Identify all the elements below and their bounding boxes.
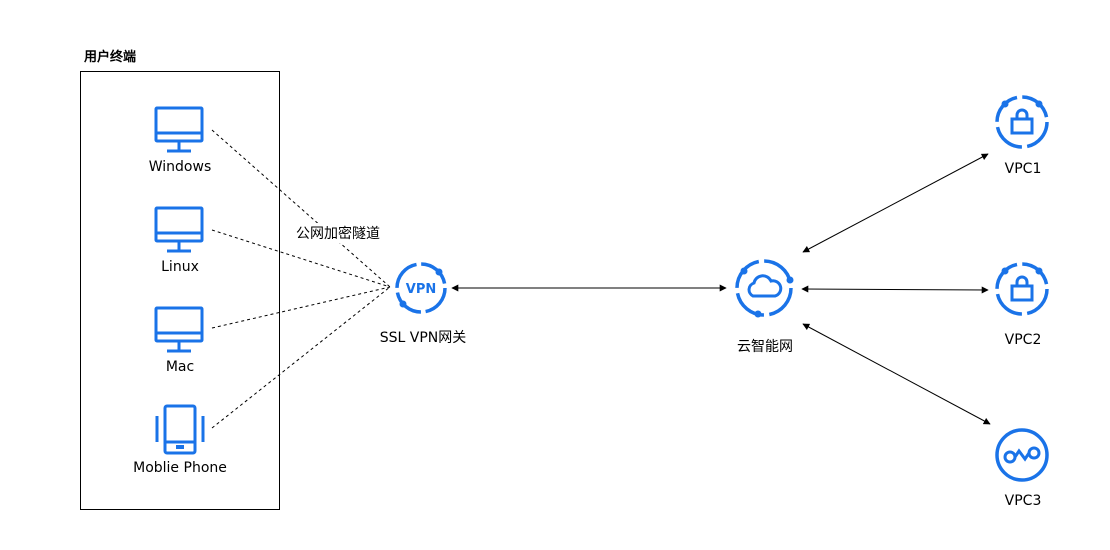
vpc-link-icon (995, 428, 1049, 482)
cloud-network-icon (735, 259, 794, 318)
vpc2-label: VPC2 (1004, 332, 1042, 348)
vpn-icon-text: VPN (406, 282, 436, 297)
desktop-monitor-icon (154, 206, 204, 253)
desktop-monitor-icon (154, 306, 204, 353)
mobile-phone-icon (155, 404, 205, 455)
tunnel-line-linux (211, 229, 391, 288)
vpn-gateway-icon: VPN (395, 262, 447, 314)
device-label-linux: Linux (161, 259, 199, 275)
desktop-monitor-icon (154, 106, 204, 153)
tunnel-label: 公网加密隧道 (296, 223, 380, 243)
cloud-label: 云智能网 (737, 339, 793, 355)
vpc-lock-icon (995, 262, 1049, 316)
vpc-lock-icon (995, 95, 1049, 149)
tunnel-line-windows (211, 129, 391, 288)
gateway-label: SSL VPN网关 (379, 330, 467, 346)
edge-cloud-vpc3 (802, 323, 991, 425)
user-terminal-group (80, 71, 280, 510)
vpc1-label: VPC1 (1004, 161, 1042, 177)
device-label-windows: Windows (148, 159, 212, 175)
edge-cloud-vpc1 (802, 153, 989, 253)
device-label-mobile: Moblie Phone (133, 460, 227, 476)
tunnel-line-mac (211, 286, 391, 329)
tunnel-line-mobile (211, 286, 391, 429)
edge-cloud-vpc2 (801, 285, 989, 294)
vpc3-label: VPC3 (1004, 493, 1042, 509)
device-label-mac: Mac (165, 359, 195, 375)
group-title: 用户终端 (84, 50, 137, 65)
